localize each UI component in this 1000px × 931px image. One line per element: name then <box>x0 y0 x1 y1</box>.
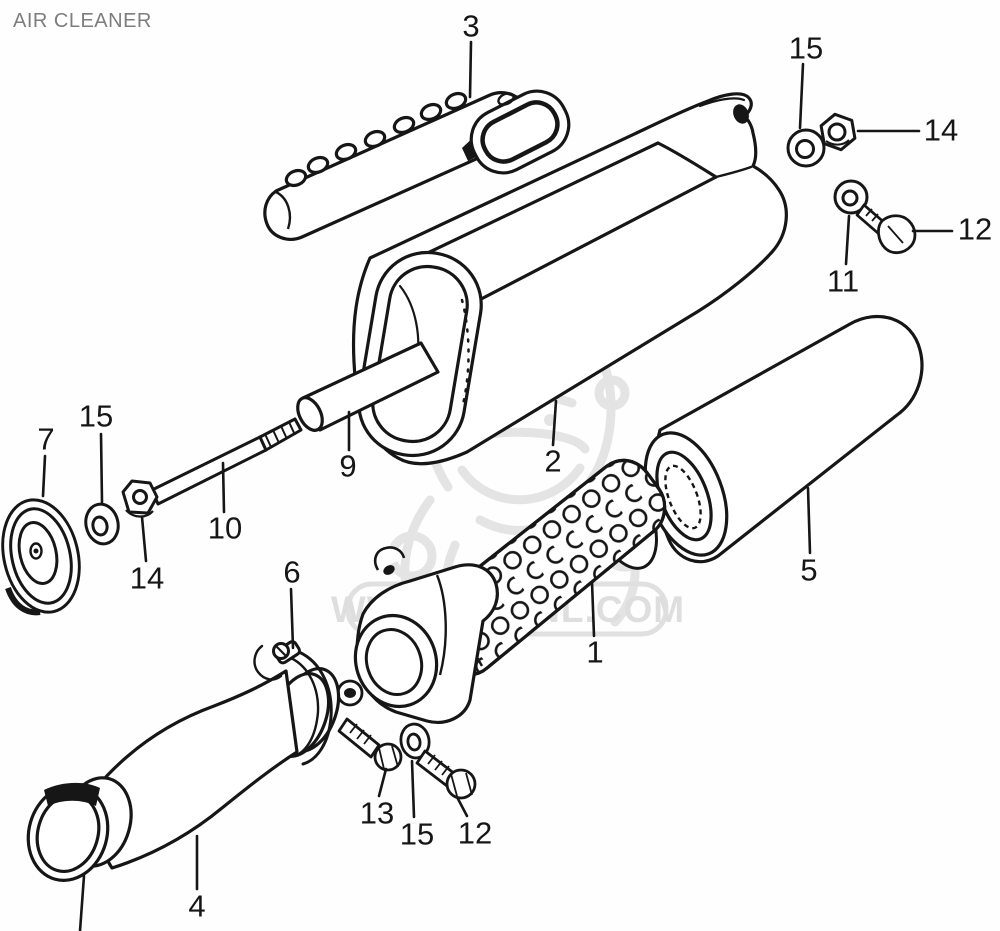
part-callout-15-left: 15 <box>78 398 114 434</box>
part-callout-11: 11 <box>826 263 860 299</box>
part-callout-1: 1 <box>586 634 604 670</box>
part-12-bolt-bottom-drawing <box>415 749 477 800</box>
part-callout-2: 2 <box>544 443 562 479</box>
part-callout-15-bottom: 15 <box>399 816 435 852</box>
part-callout-5: 5 <box>800 552 818 588</box>
part-4-tube-drawing <box>26 667 341 882</box>
part-15-washer-topright-drawing <box>786 128 826 168</box>
part-2-case-drawing <box>351 92 788 466</box>
part-15-washer-bottom-drawing <box>399 722 431 760</box>
part-callout-6: 6 <box>283 554 301 590</box>
part-14-nut-topright-drawing <box>819 112 857 152</box>
part-callout-4: 4 <box>188 888 206 924</box>
part-12-bolt-topright-drawing <box>855 203 917 255</box>
part-callout-13: 13 <box>359 795 395 831</box>
part-callout-12-bottom: 12 <box>457 815 493 851</box>
part-callout-7: 7 <box>37 421 55 457</box>
leader-lines <box>41 40 954 931</box>
part-callout-3: 3 <box>462 8 480 44</box>
part-callout-14-left: 14 <box>129 560 165 596</box>
part-10-rod-drawing <box>121 417 303 518</box>
part-callout-14-top: 14 <box>923 112 959 148</box>
part-5-cylinder-drawing <box>643 315 924 564</box>
part-15-washer-left-drawing <box>84 502 120 546</box>
cut-off-leader-line <box>78 874 86 931</box>
part-13-bolt-drawing <box>337 717 403 772</box>
part-callout-10: 10 <box>207 510 243 546</box>
part-7-grommet-drawing <box>1 498 81 616</box>
part-9-pipe-drawing <box>296 341 440 432</box>
part-callout-12-top: 12 <box>957 211 993 247</box>
part-3-duct-drawing <box>263 89 571 241</box>
part-11-washer-drawing <box>833 179 869 215</box>
page-title: AIR CLEANER <box>13 10 152 32</box>
part-callout-9: 9 <box>339 448 357 484</box>
part-1-element-drawing <box>336 458 667 724</box>
part-callout-15-top: 15 <box>788 30 824 66</box>
